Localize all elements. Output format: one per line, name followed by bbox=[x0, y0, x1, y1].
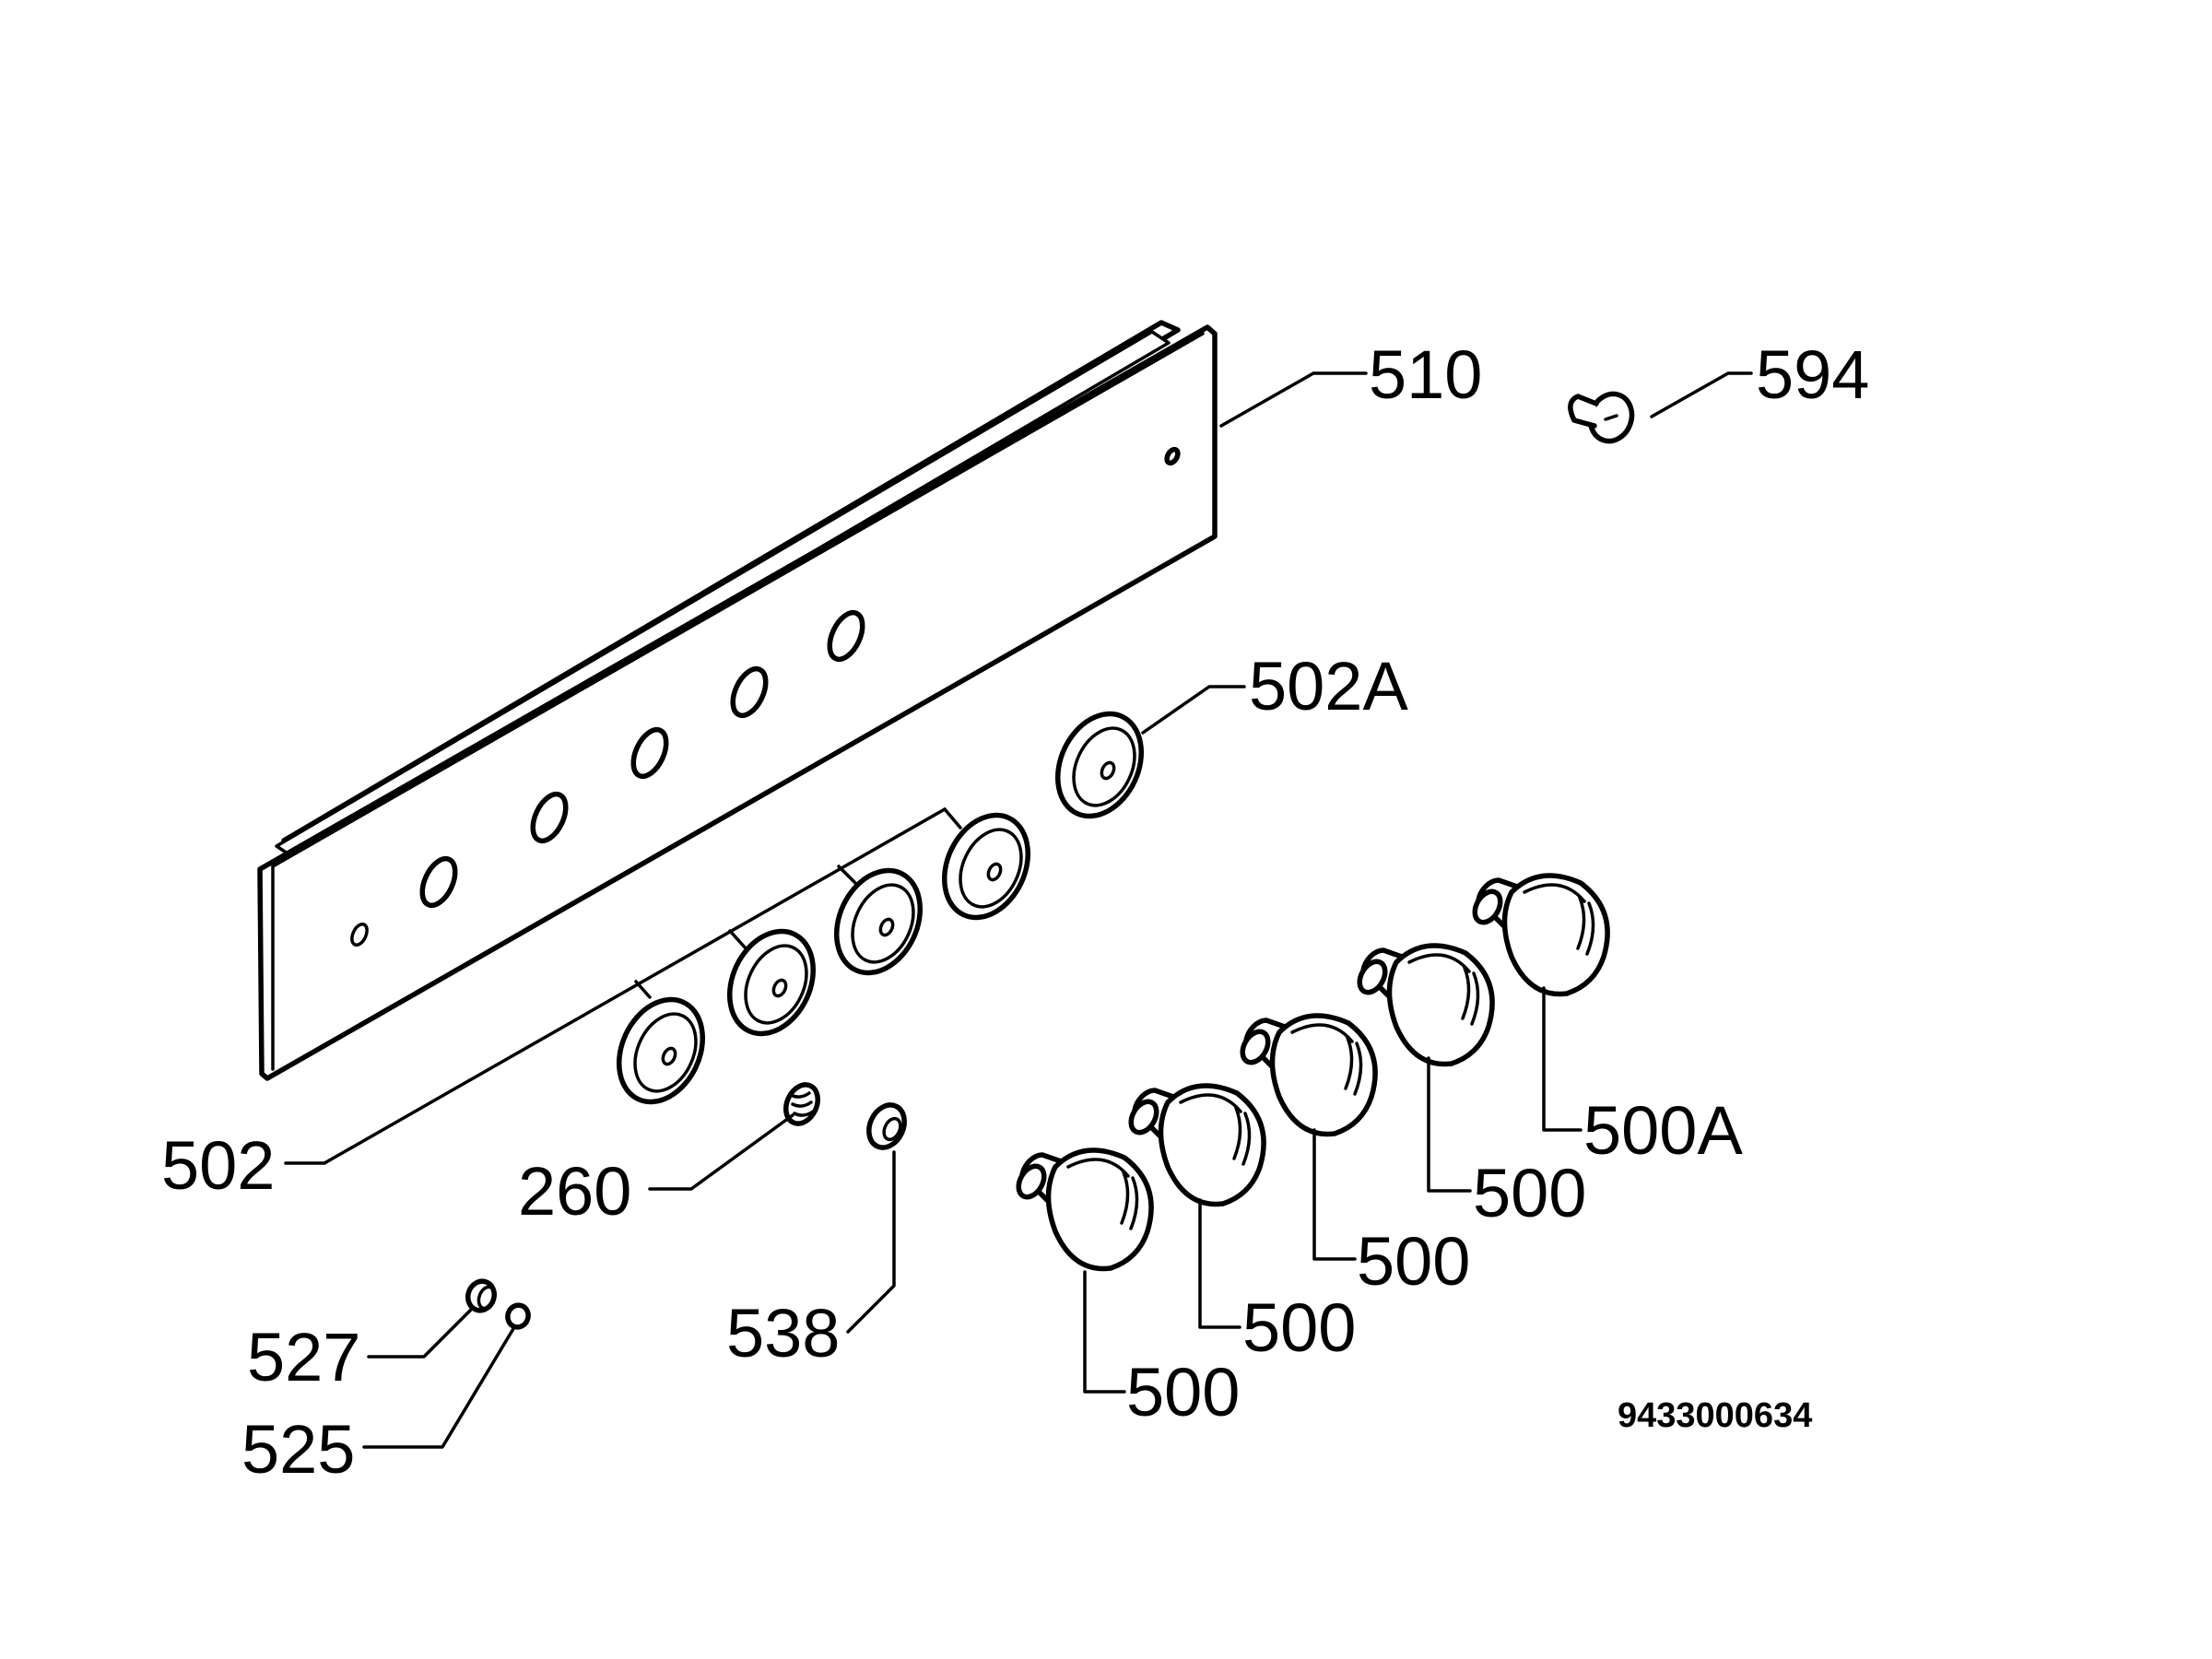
label-500-3: 500 bbox=[1357, 1223, 1470, 1300]
label-510: 510 bbox=[1369, 336, 1482, 413]
bezel-1 bbox=[616, 996, 706, 1105]
knob-500-2 bbox=[1128, 1083, 1266, 1207]
knob-500-1 bbox=[1016, 1147, 1154, 1272]
bezel-2 bbox=[726, 928, 817, 1037]
label-502a: 502A bbox=[1249, 648, 1408, 724]
knob-500-4 bbox=[1357, 943, 1495, 1067]
label-538: 538 bbox=[726, 1295, 840, 1371]
label-525: 525 bbox=[241, 1411, 355, 1488]
bezel-3 bbox=[833, 867, 924, 976]
spring-260 bbox=[783, 1082, 820, 1126]
knob-500-3 bbox=[1240, 1013, 1378, 1137]
label-500-2: 500 bbox=[1242, 1289, 1356, 1366]
label-260: 260 bbox=[518, 1153, 631, 1230]
screw-594 bbox=[1568, 391, 1635, 444]
part-labels: 510 594 502A 502 260 538 527 525 500A 50… bbox=[161, 336, 1869, 1488]
parts-527-525 bbox=[465, 1278, 531, 1330]
label-500a: 500A bbox=[1583, 1092, 1743, 1169]
control-panel bbox=[257, 320, 1218, 1081]
label-500-1: 500 bbox=[1126, 1354, 1240, 1430]
label-502: 502 bbox=[161, 1127, 275, 1204]
label-594: 594 bbox=[1756, 336, 1869, 413]
knob-500a bbox=[1472, 873, 1610, 997]
bezel-502a bbox=[1054, 711, 1145, 819]
bezel-4 bbox=[941, 812, 1031, 921]
bezel-group bbox=[323, 711, 1145, 1165]
label-527: 527 bbox=[247, 1319, 360, 1395]
bushing-538 bbox=[866, 1102, 907, 1150]
reference-number: 9433000634 bbox=[1618, 1396, 1812, 1435]
label-500-4: 500 bbox=[1473, 1155, 1586, 1231]
leader-lines bbox=[284, 371, 1753, 1449]
